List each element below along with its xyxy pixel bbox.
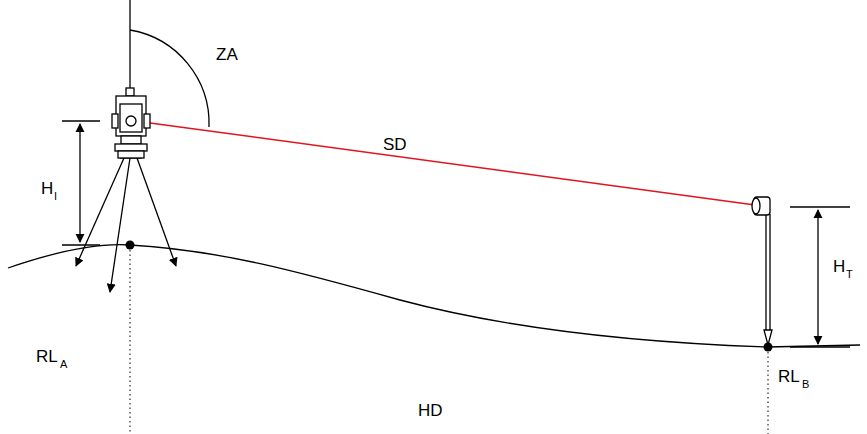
distance-label: SD [383, 136, 407, 153]
ground-line [8, 245, 860, 347]
angle-label: ZA [216, 46, 238, 63]
target-point [764, 343, 773, 352]
level-subscript: B [802, 379, 809, 390]
slope-distance-line [150, 123, 755, 205]
dimension-line [790, 207, 850, 347]
plumb-line [768, 352, 769, 434]
prism-pole [752, 197, 772, 345]
level-label: RL [36, 348, 58, 365]
total-station [112, 88, 150, 158]
height-subscript: T [845, 269, 854, 280]
level-label: RL [778, 368, 800, 385]
tripod [76, 158, 176, 292]
station-point [126, 241, 135, 250]
zenith-line [129, 0, 130, 95]
height-subscript: I [53, 191, 58, 202]
plumb-line [130, 250, 131, 434]
level-subscript: A [60, 359, 67, 370]
dimension-line [62, 121, 100, 245]
distance-label: HD [418, 402, 443, 419]
